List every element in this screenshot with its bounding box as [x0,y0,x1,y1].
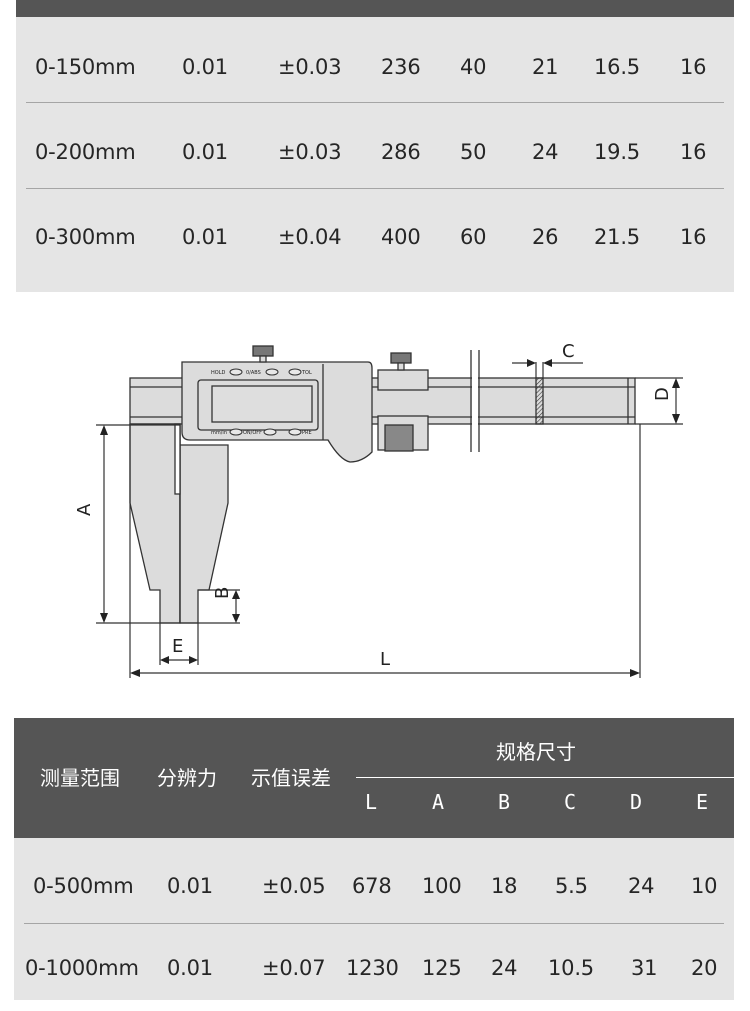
c-cell: 10.5 [548,956,594,980]
svg-text:L: L [380,649,390,670]
e-cell: 10 [691,874,718,898]
row-divider [26,102,724,103]
table-row: 0-1000mm 0.01 ±0.07 1230 125 24 10.5 31 … [14,926,732,1011]
range-cell: 0-500mm [33,874,134,898]
header-l: L [365,790,378,814]
resolution-cell: 0.01 [167,956,213,980]
l-cell: 1230 [346,956,399,980]
d-cell: 16 [680,225,707,249]
a-cell: 40 [460,55,487,79]
a-cell: 125 [422,956,462,980]
svg-text:C: C [562,341,575,362]
svg-text:mm/in: mm/in [211,430,227,436]
b-cell: 24 [532,140,559,164]
resolution-cell: 0.01 [182,55,228,79]
d-cell: 16 [680,140,707,164]
table-row: 0-150mm 0.01 ±0.03 236 40 21 16.5 16 [16,25,734,110]
e-cell: 20 [691,956,718,980]
header-range: 测量范围 [40,766,120,790]
row-divider [24,923,724,924]
l-cell: 678 [352,874,392,898]
b-cell: 26 [532,225,559,249]
error-cell: ±0.05 [262,874,326,898]
range-cell: 0-200mm [35,140,136,164]
b-cell: 21 [532,55,559,79]
row-divider [26,188,724,189]
svg-text:B: B [212,587,233,599]
header-divider [356,777,734,778]
svg-text:PRE: PRE [302,430,312,436]
b-cell: 24 [491,956,518,980]
range-cell: 0-150mm [35,55,136,79]
c-cell: 5.5 [555,874,588,898]
resolution-cell: 0.01 [182,225,228,249]
header-d: D [630,790,643,814]
c-cell: 16.5 [594,55,640,79]
a-cell: 50 [460,140,487,164]
header-error: 示值误差 [251,766,331,790]
top-table-header-bar [16,0,734,17]
svg-text:E: E [172,636,183,657]
l-cell: 286 [381,140,421,164]
header-a: A [432,790,445,814]
header-resolution: 分辨力 [157,766,217,790]
header-e: E [696,790,709,814]
l-cell: 400 [381,225,421,249]
header-spec: 规格尺寸 [496,740,576,764]
c-cell: 19.5 [594,140,640,164]
resolution-cell: 0.01 [167,874,213,898]
error-cell: ±0.07 [262,956,326,980]
range-cell: 0-300mm [35,225,136,249]
c-cell: 21.5 [594,225,640,249]
svg-text:HOLD: HOLD [211,370,225,376]
top-table-body: 0-150mm 0.01 ±0.03 236 40 21 16.5 16 0-2… [16,17,734,292]
l-cell: 236 [381,55,421,79]
table-row: 0-300mm 0.01 ±0.04 400 60 26 21.5 16 [16,195,734,280]
bottom-table-body: 0-500mm 0.01 ±0.05 678 100 18 5.5 24 10 … [14,838,734,1000]
d-cell: 24 [628,874,655,898]
range-cell: 0-1000mm [25,956,139,980]
resolution-cell: 0.01 [182,140,228,164]
a-cell: 100 [422,874,462,898]
header-c: C [564,790,577,814]
svg-text:TOL: TOL [301,370,312,376]
table-row: 0-500mm 0.01 ±0.05 678 100 18 5.5 24 10 [14,844,732,929]
d-cell: 16 [680,55,707,79]
svg-text:A: A [74,503,95,516]
a-cell: 60 [460,225,487,249]
b-cell: 18 [491,874,518,898]
error-cell: ±0.03 [278,140,342,164]
error-cell: ±0.04 [278,225,342,249]
caliper-diagram: HOLD 0/ABS TOL mm/in ON/OFF PRE [0,320,750,710]
d-cell: 31 [631,956,658,980]
bottom-table-header: 测量范围 分辨力 示值误差 规格尺寸 L A B C D E [14,718,734,838]
table-row: 0-200mm 0.01 ±0.03 286 50 24 19.5 16 [16,110,734,195]
svg-text:D: D [652,387,673,401]
svg-text:ON/OFF: ON/OFF [243,430,262,436]
svg-text:0/ABS: 0/ABS [246,370,261,376]
caliper-drawing-icon: HOLD 0/ABS TOL mm/in ON/OFF PRE [74,341,683,678]
header-b: B [498,790,511,814]
error-cell: ±0.03 [278,55,342,79]
